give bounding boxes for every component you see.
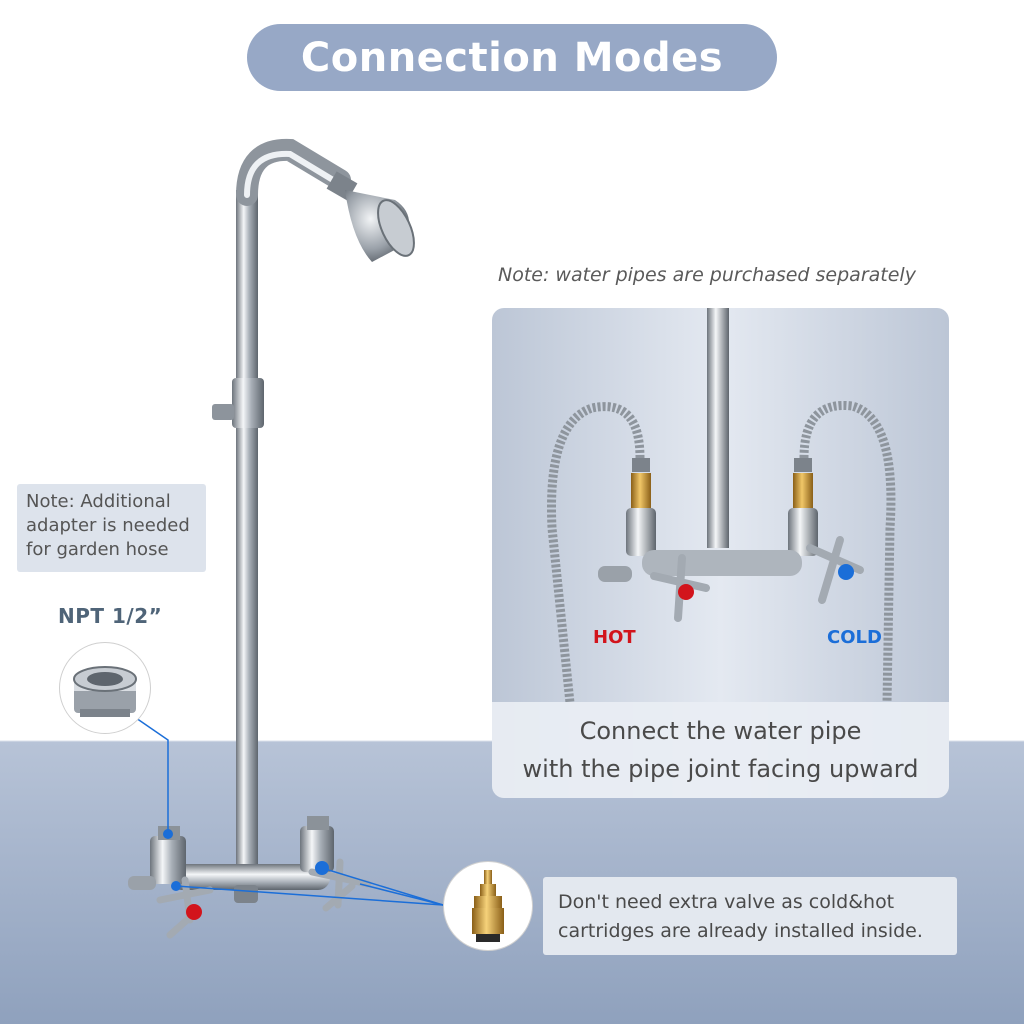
note-adapter-line-2: adapter is needed (26, 515, 190, 536)
cold-label: COLD (827, 627, 882, 648)
callout-lines (135, 717, 444, 906)
shower-head-icon (326, 171, 415, 262)
adapter-fitting-icon (73, 666, 137, 717)
page-title: Connection Modes (300, 34, 724, 81)
npt-size-label: NPT 1/2” (58, 604, 163, 628)
brass-cartridge-icon (472, 870, 504, 942)
connection-photo (547, 308, 896, 704)
note-adapter-line-3: for garden hose (26, 539, 169, 560)
cartridge-closeup (443, 861, 533, 951)
note-adapter-line-1: Note: Additional (26, 491, 171, 512)
riser-pipe (236, 190, 258, 870)
panel-caption-line-1: Connect the water pipe (579, 717, 862, 745)
connection-photo-panel: HOT COLD Connect the water pipe with the… (492, 308, 949, 798)
slide-bracket (232, 378, 264, 428)
cartridge-note: Don't need extra valve as cold&hot cartr… (543, 877, 957, 955)
cartridge-note-line-2: cartridges are already installed inside. (558, 920, 923, 942)
title-banner: Connection Modes (247, 24, 777, 91)
adapter-closeup (59, 642, 151, 734)
panel-caption-line-2: with the pipe joint facing upward (522, 755, 919, 783)
hot-label: HOT (593, 627, 636, 648)
note-adapter: Note: Additional adapter is needed for g… (17, 484, 206, 572)
mixing-valve-body (128, 816, 334, 903)
cartridge-note-line-1: Don't need extra valve as cold&hot (558, 891, 895, 913)
note-pipes-separate: Note: water pipes are purchased separate… (498, 264, 916, 286)
panel-caption: Connect the water pipe with the pipe joi… (492, 702, 949, 798)
